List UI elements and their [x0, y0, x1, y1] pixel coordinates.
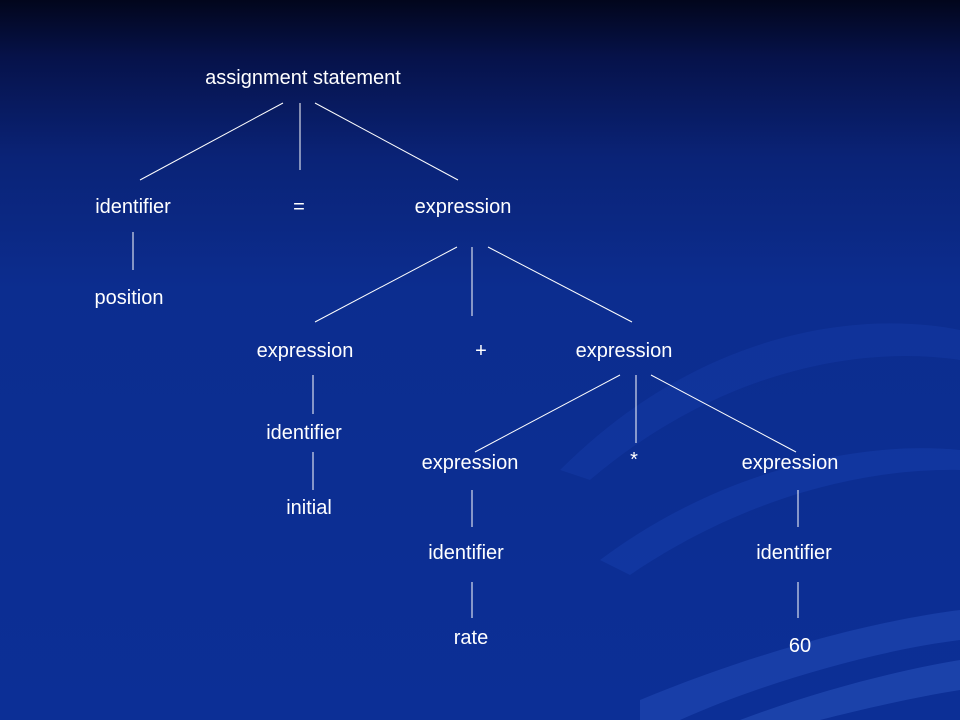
node-60: 60	[788, 635, 812, 657]
edge-expression-expression-l3-left	[474, 374, 621, 453]
node-equals: =	[293, 196, 305, 218]
edge-expression-expression-left	[314, 246, 458, 323]
edge-root-expression	[314, 102, 459, 181]
node-identifier-60: identifier	[756, 542, 832, 564]
node-initial: initial	[286, 497, 332, 519]
node-star: *	[630, 449, 638, 471]
node-plus: +	[475, 340, 487, 362]
node-expression-left: expression	[256, 340, 354, 362]
node-position: position	[94, 287, 164, 309]
node-expression-right: expression	[575, 340, 673, 362]
node-identifier: identifier	[95, 196, 171, 218]
node-identifier-initial: identifier	[266, 422, 342, 444]
node-expression-l3-left: expression	[421, 452, 519, 474]
edge-expression-expression-right	[487, 246, 633, 323]
node-identifier-rate: identifier	[428, 542, 504, 564]
edge-expression-expression-l3-right	[650, 374, 797, 453]
edge-root-identifier	[139, 102, 284, 181]
node-expression-l3-right: expression	[741, 452, 839, 474]
node-rate: rate	[453, 627, 489, 649]
node-assignment-statement: assignment statement	[205, 67, 401, 89]
node-expression: expression	[414, 196, 512, 218]
